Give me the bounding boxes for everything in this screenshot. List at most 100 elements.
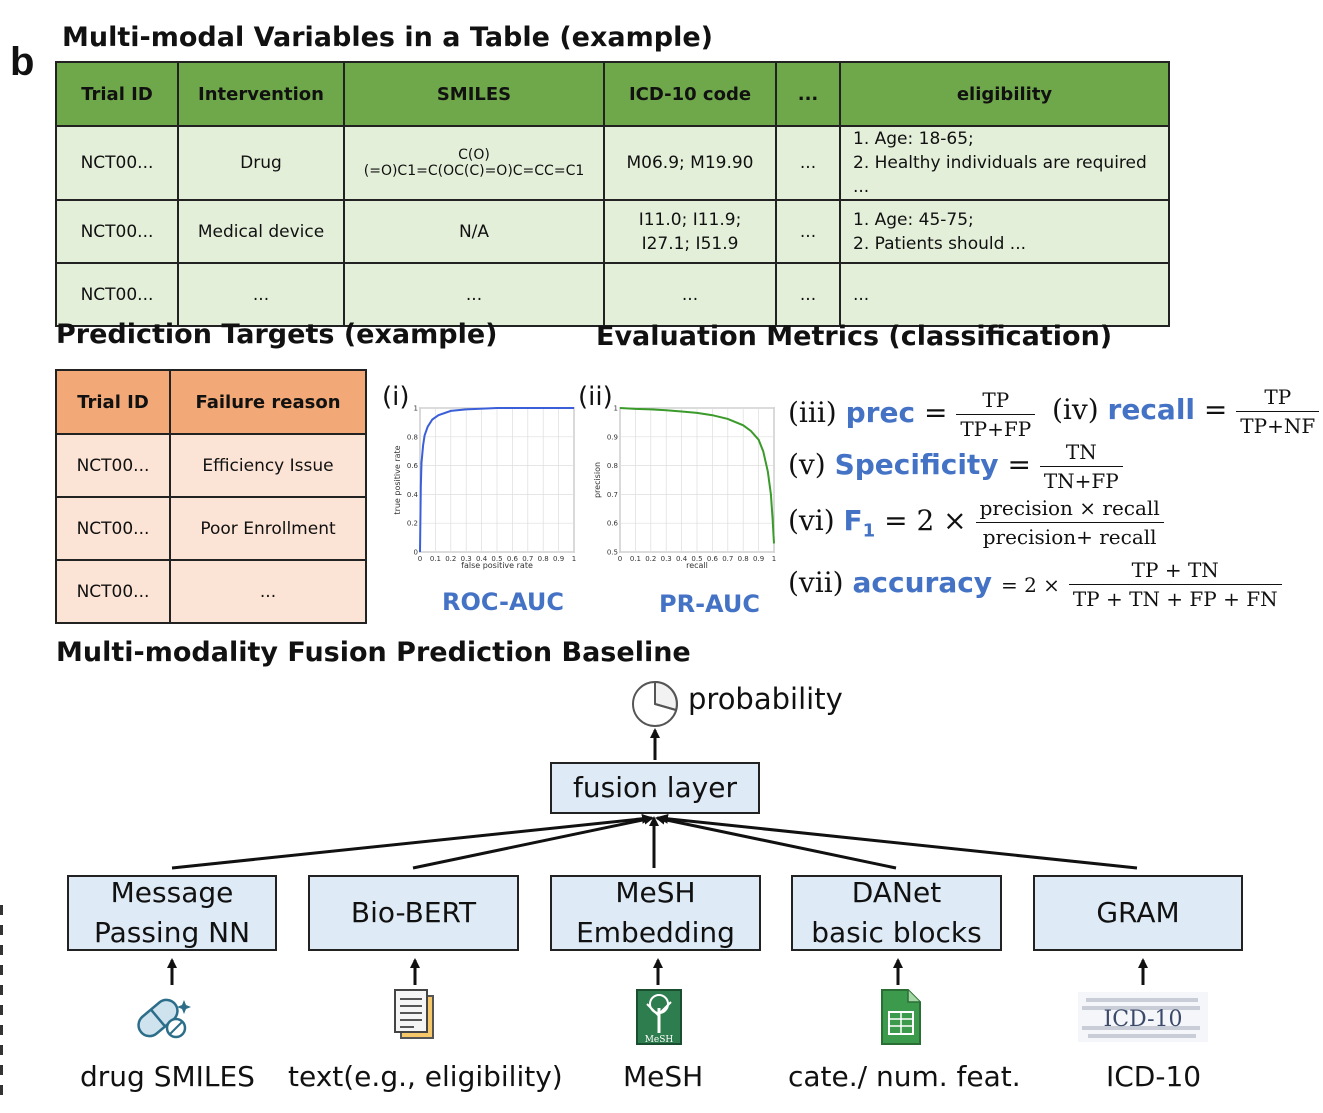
edge-dash — [0, 1065, 3, 1075]
panel-letter: b — [10, 40, 35, 84]
y-tick-label: 0.8 — [407, 433, 418, 441]
y-axis-label: true positive rate — [393, 445, 402, 514]
x-tick-label: 0.1 — [630, 555, 641, 563]
encoder-line: MeSH — [615, 876, 696, 909]
x-tick-label: 0.4 — [676, 555, 688, 563]
table-row: NCT00... ... — [55, 559, 367, 624]
header-failure-reason: Failure reason — [169, 369, 367, 435]
header-ellipsis: ... — [775, 61, 841, 127]
fraction-denominator: TN+FP — [1043, 469, 1119, 493]
header-icd10: ICD-10 code — [603, 61, 777, 127]
edge-dash — [0, 965, 3, 975]
y-tick-label: 0.7 — [607, 491, 618, 499]
y-tick-label: 0.4 — [407, 491, 419, 499]
icd10-line: I27.1; I51.9 — [641, 233, 739, 254]
encoder-box-biobert: Bio-BERT — [308, 875, 519, 951]
y-tick-label: 0.2 — [407, 520, 418, 528]
cell-ellipsis: ... — [775, 262, 841, 327]
x-tick-label: 0.1 — [430, 555, 441, 563]
input-label: ICD-10 — [1106, 1060, 1202, 1093]
table-header-row: Trial ID Failure reason — [55, 369, 367, 435]
metric-roman: (iv) — [1052, 393, 1099, 426]
table-row: NCT00... ... ... ... ... ... — [55, 262, 1170, 327]
edge-dash — [0, 1045, 3, 1055]
arrow-encoder-5 — [658, 813, 1138, 870]
encoder-line: Embedding — [576, 916, 735, 949]
fraction-numerator: precision × recall — [975, 496, 1164, 523]
metric-name: Specificity — [834, 448, 999, 481]
metric-name: prec — [845, 396, 916, 429]
fraction-numerator: TP — [956, 388, 1036, 415]
encoder-line: Bio-BERT — [350, 896, 477, 929]
cell-eligibility: 1. Age: 45-75; 2. Patients should ... — [839, 199, 1170, 264]
metric-subscript: 1 — [862, 520, 876, 542]
x-tick-label: 0.6 — [507, 555, 519, 563]
header-smiles: SMILES — [343, 61, 605, 127]
edge-dash — [0, 925, 3, 935]
x-tick-label: 0.5 — [691, 555, 702, 563]
cell-smiles: C(O)(=O)C1=C(OC(C)=O)C=CC=C1 — [343, 125, 605, 201]
edge-dash — [0, 945, 3, 955]
icd10-line: I11.0; I11.9; — [638, 209, 742, 230]
cell-icd10: I11.0; I11.9; I27.1; I51.9 — [603, 199, 777, 264]
x-tick-label: 0.7 — [522, 555, 533, 563]
y-axis-label: precision — [593, 462, 602, 498]
icd10-icon: ICD-10 — [1078, 992, 1208, 1042]
pie-icon — [632, 680, 678, 727]
fraction-denominator: TP + TN + FP + FN — [1072, 587, 1278, 611]
cell-smiles: ... — [343, 262, 605, 327]
metric-name: accuracy — [852, 566, 993, 599]
x-tick-label: 0.3 — [461, 555, 472, 563]
y-tick-label: 1 — [614, 405, 618, 413]
cell-trial-id: NCT00... — [55, 433, 171, 498]
encoder-box-gram: GRAM — [1033, 875, 1243, 951]
variables-table: Trial ID Intervention SMILES ICD-10 code… — [55, 61, 1170, 327]
fusion-layer-box: fusion layer — [550, 762, 760, 814]
arrow-encoder-2 — [412, 814, 654, 870]
mesh-tree-icon: MeSH — [636, 989, 682, 1045]
cell-failure-reason: ... — [169, 559, 367, 624]
cell-failure-reason: Efficiency Issue — [169, 433, 367, 498]
x-axis-label: recall — [686, 561, 708, 570]
input-label: text(e.g., eligibility) — [288, 1060, 563, 1093]
mesh-icon-text: MeSH — [645, 1035, 674, 1045]
header-trial-id: Trial ID — [55, 61, 179, 127]
variables-heading: Multi-modal Variables in a Table (exampl… — [62, 22, 713, 53]
x-tick-label: 0.6 — [707, 555, 719, 563]
header-eligibility: eligibility — [839, 61, 1170, 127]
y-tick-label: 0.5 — [607, 549, 618, 557]
x-tick-label: 0.9 — [553, 555, 564, 563]
table-row: NCT00... Drug C(O)(=O)C1=C(OC(C)=O)C=CC=… — [55, 125, 1170, 201]
metric-roman: (vii) — [788, 566, 844, 599]
edge-dash — [0, 1005, 3, 1015]
table-row: NCT00... Efficiency Issue — [55, 433, 367, 498]
header-trial-id: Trial ID — [55, 369, 171, 435]
cell-eligibility: 1. Age: 18-65; 2. Healthy individuals ar… — [839, 125, 1170, 201]
y-tick-label: 1 — [414, 405, 418, 413]
encoder-line: DANet — [851, 876, 942, 909]
arrow-encoder-1 — [171, 813, 652, 870]
fraction-numerator: TP — [1236, 385, 1320, 412]
pr-caption: PR-AUC — [659, 590, 760, 618]
series-line — [419, 407, 574, 553]
arrow-encoder-4 — [655, 814, 897, 870]
edge-dash — [0, 1085, 3, 1095]
x-tick-label: 0.5 — [491, 555, 502, 563]
cell-intervention: Drug — [177, 125, 345, 201]
cell-icd10: ... — [603, 262, 777, 327]
eligibility-line: 1. Age: 45-75; — [853, 209, 974, 230]
eligibility-line: 2. Healthy individuals are required ... — [853, 153, 1147, 197]
metric-roman: (vi) — [788, 504, 835, 537]
x-tick-label: 0 — [418, 555, 422, 563]
encoder-line: basic blocks — [811, 916, 982, 949]
